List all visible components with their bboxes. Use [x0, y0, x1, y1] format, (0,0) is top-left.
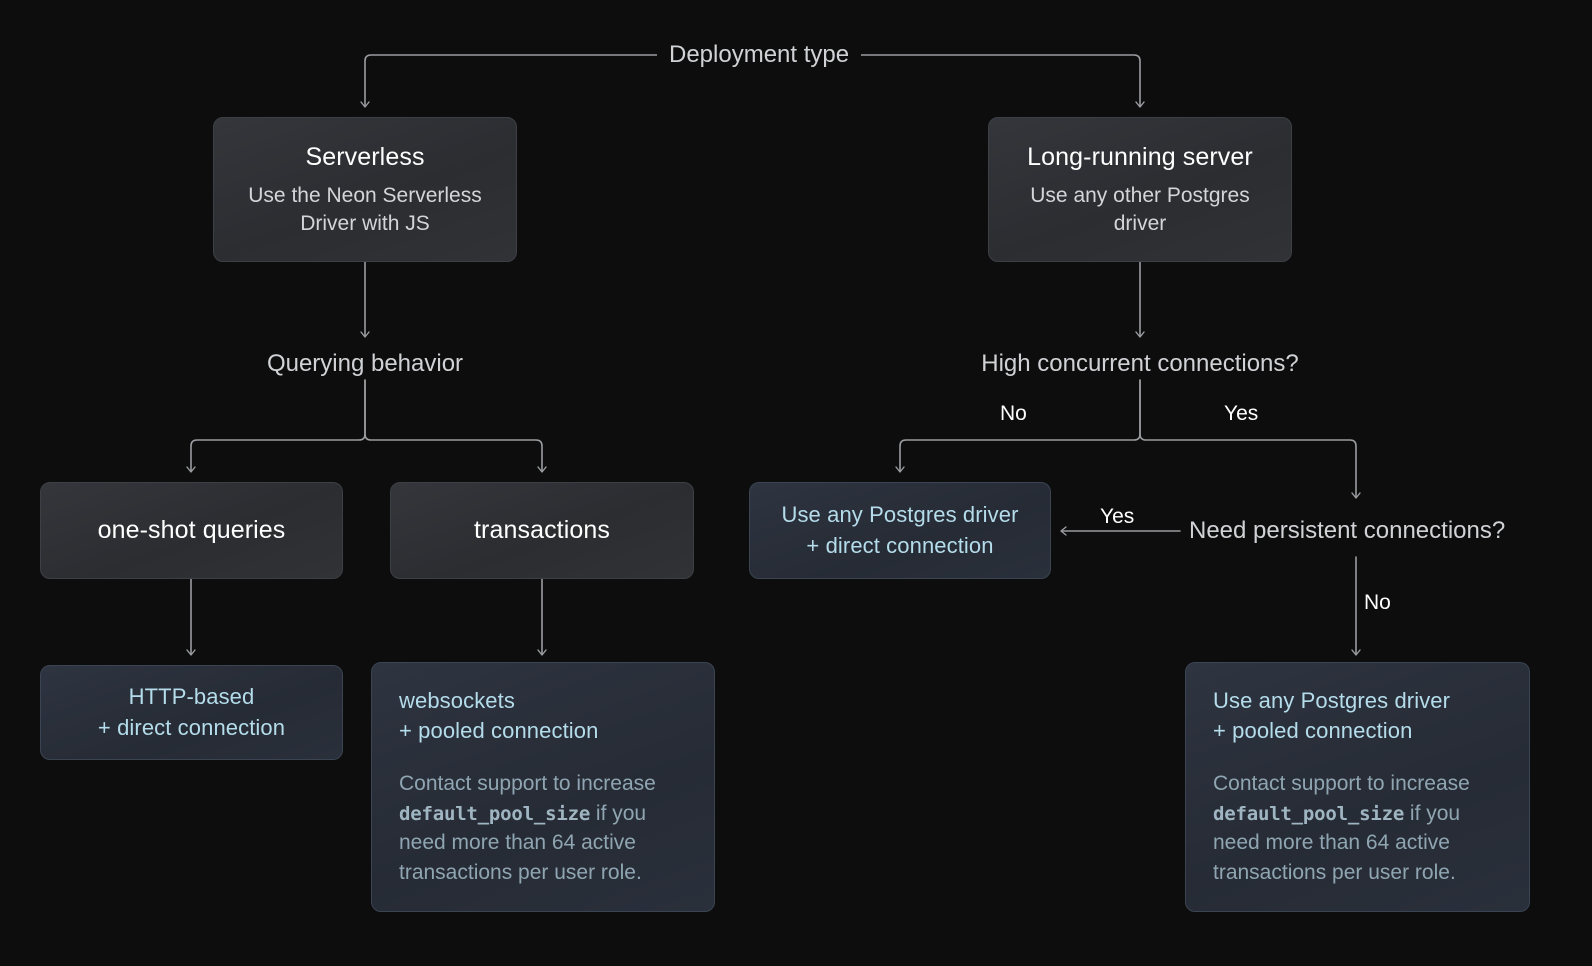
node-one-shot-queries[interactable]: one-shot queries: [40, 482, 343, 579]
edge-root-to-serverless: [360, 54, 658, 108]
node-websockets-note-before: Contact support to increase: [399, 771, 656, 795]
edge-label-concurrent-yes-text: Yes: [1224, 402, 1259, 425]
edge-querying-to-transactions: [364, 379, 547, 473]
edge-label-concurrent-no-text: No: [1000, 402, 1027, 425]
node-long-running-server[interactable]: Long-running server Use any other Postgr…: [988, 117, 1292, 262]
edge-label-persistent-no: No: [1364, 592, 1391, 613]
node-pooled-driver-note-after: if you need more than 64 active transact…: [1213, 801, 1461, 885]
node-websockets-line2: + pooled connection: [399, 718, 599, 744]
node-long-running-title: Long-running server: [1027, 142, 1253, 171]
edge-label-concurrent-no: No: [1000, 403, 1027, 424]
node-pooled-driver-note: Contact support to increase default_pool…: [1213, 769, 1502, 888]
node-one-shot-title: one-shot queries: [97, 515, 286, 544]
node-pooled-driver-line2: + pooled connection: [1213, 718, 1413, 744]
label-querying-behavior-text: Querying behavior: [266, 350, 464, 377]
label-high-concurrent-text: High concurrent connections?: [981, 350, 1299, 377]
node-websockets-note-after: if you need more than 64 active transact…: [399, 801, 647, 885]
node-transactions[interactable]: transactions: [390, 482, 694, 579]
node-direct-driver-line1: Use any Postgres driver: [781, 502, 1019, 528]
root-label-text: Deployment type: [669, 41, 850, 68]
node-websockets[interactable]: websockets + pooled connection Contact s…: [371, 662, 715, 912]
node-serverless-subtitle: Use the Neon Serverless Driver with JS: [248, 183, 482, 235]
node-pooled-driver-note-before: Contact support to increase: [1213, 771, 1470, 795]
edge-label-persistent-no-text: No: [1364, 591, 1391, 614]
node-serverless[interactable]: Serverless Use the Neon Serverless Drive…: [213, 117, 517, 262]
node-transactions-title: transactions: [474, 515, 610, 544]
edge-label-persistent-yes-text: Yes: [1100, 505, 1135, 528]
edge-concurrent-no: [895, 379, 1141, 473]
node-long-running-subtitle: Use any other Postgres driver: [1030, 183, 1250, 235]
node-http-based-line1: HTTP-based: [128, 684, 255, 710]
node-pooled-driver[interactable]: Use any Postgres driver + pooled connect…: [1185, 662, 1530, 912]
node-websockets-note-code: default_pool_size: [399, 802, 591, 825]
label-high-concurrent-connections: High concurrent connections?: [965, 352, 1315, 376]
node-http-based-line2: + direct connection: [97, 714, 286, 740]
node-direct-driver-line2: + direct connection: [806, 532, 994, 558]
node-websockets-line1: websockets: [399, 688, 515, 714]
node-pooled-driver-line1: Use any Postgres driver: [1213, 688, 1451, 714]
edge-root-to-longrunning: [846, 54, 1145, 108]
label-need-persistent-text: Need persistent connections?: [1189, 517, 1506, 544]
node-pooled-driver-note-code: default_pool_size: [1213, 802, 1405, 825]
edge-label-concurrent-yes: Yes: [1224, 403, 1258, 424]
edge-label-persistent-yes: Yes: [1100, 506, 1134, 527]
node-serverless-title: Serverless: [305, 142, 425, 171]
root-label: Deployment type: [657, 41, 862, 68]
node-websockets-note: Contact support to increase default_pool…: [399, 769, 687, 888]
node-direct-driver[interactable]: Use any Postgres driver + direct connect…: [749, 482, 1051, 579]
edge-querying-to-oneshot: [186, 379, 366, 473]
node-http-based[interactable]: HTTP-based + direct connection: [40, 665, 343, 760]
edge-concurrent-yes: [1139, 379, 1361, 499]
label-need-persistent-connections: Need persistent connections?: [1189, 519, 1529, 543]
label-querying-behavior: Querying behavior: [265, 352, 465, 376]
